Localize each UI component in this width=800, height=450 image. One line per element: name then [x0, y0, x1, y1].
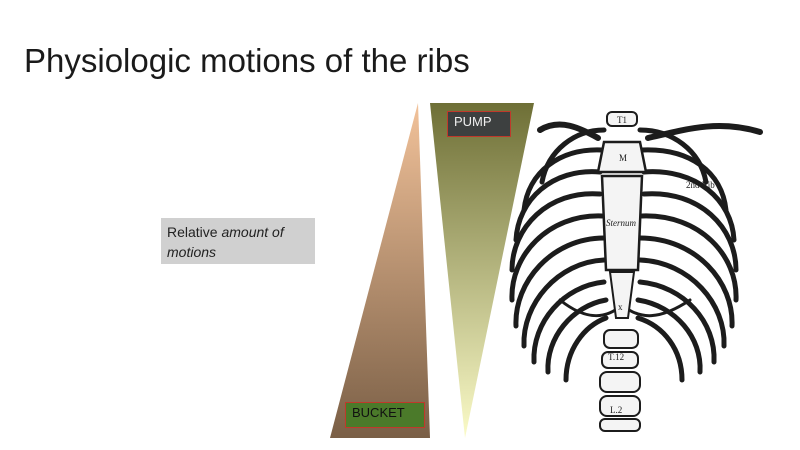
bucket-label: BUCKET	[345, 402, 425, 428]
t1-label: T1	[617, 115, 627, 125]
ribcage-illustration	[509, 111, 763, 432]
slide-title: Physiologic motions of the ribs	[24, 42, 470, 79]
manubrium	[596, 140, 648, 174]
l2-label: L.2	[610, 405, 622, 415]
right-ribs	[635, 127, 739, 383]
note-emphasis: amount of motions	[167, 224, 284, 260]
t12-label: T.12	[608, 352, 624, 362]
second-rib-label: 2nd Rib	[686, 180, 715, 190]
sternum-body	[600, 174, 644, 272]
pump-label: PUMP	[447, 111, 511, 137]
pump-motion-triangle	[430, 103, 534, 438]
xiphoid-process	[608, 271, 636, 319]
note-prefix: Relative	[167, 224, 222, 240]
left-clavicle	[537, 121, 601, 141]
xiphoid-label: x	[618, 302, 623, 312]
left-ribs	[509, 127, 609, 383]
spine	[599, 111, 641, 432]
manubrium-label: M	[619, 153, 627, 163]
sternum-label: Sternum	[606, 218, 636, 228]
relative-motion-note: Relative amount of motions	[161, 218, 315, 264]
bucket-motion-triangle	[330, 103, 430, 438]
